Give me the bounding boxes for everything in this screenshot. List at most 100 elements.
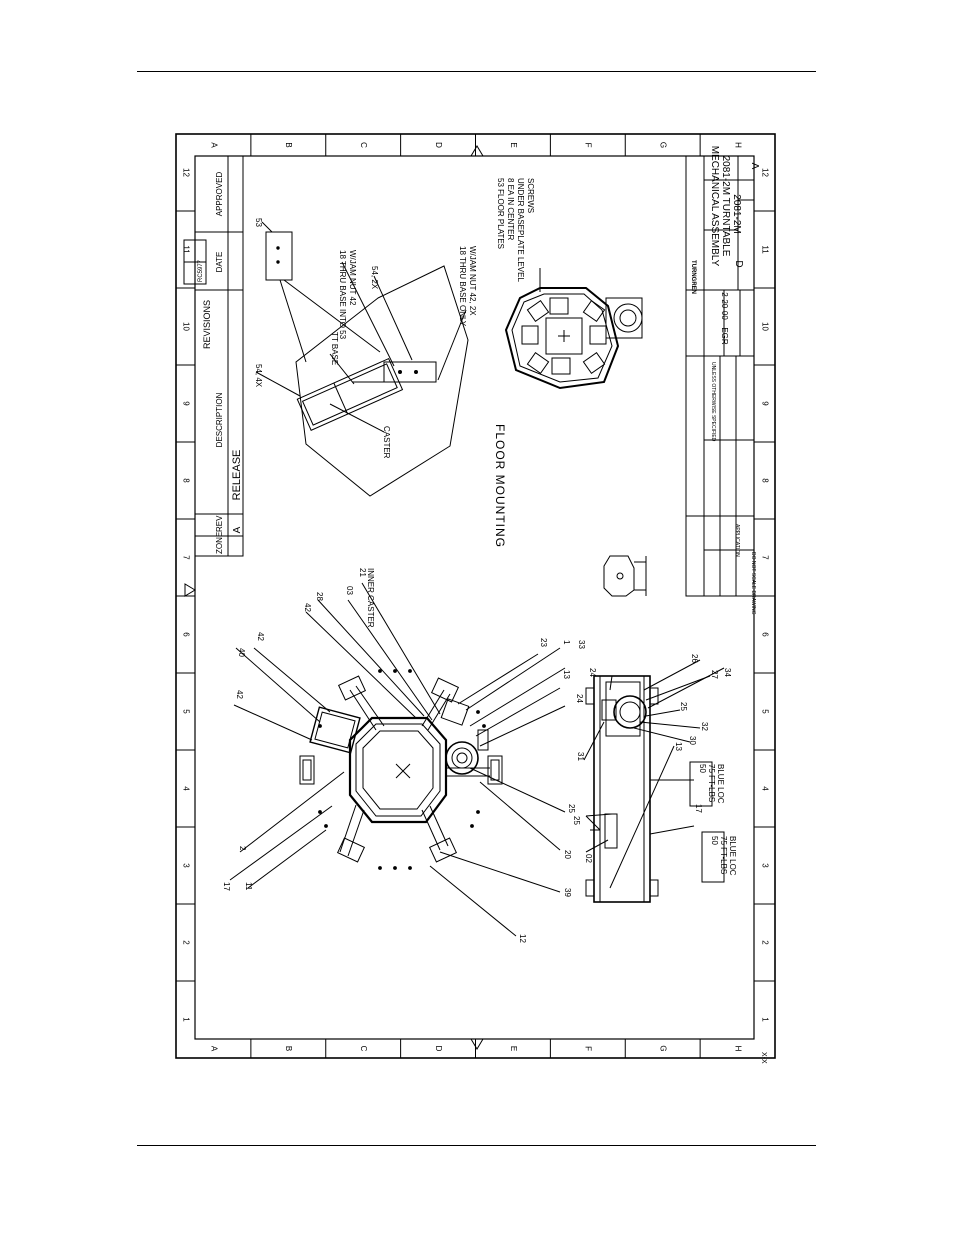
zone-number-right-6: 6 [760,632,769,637]
floor-thru-base-53-line2: W/JAM NUT 42 [348,250,357,306]
callout-2: 2 [238,846,247,851]
zone-letter-top-E: E [509,142,518,147]
rev-row-rev: A [232,526,243,533]
callout-24: 24 [575,694,584,703]
rev-col-approved: APPROVED [215,172,224,217]
title-block-line1: MECHANICAL ASSEMBLY [709,146,720,267]
rev-col-zone: ZONE [215,532,224,554]
callout-inner-caster: INNER CASTER [366,568,375,628]
side-callout-32: 32 [700,722,709,731]
zone-letter-top-G: G [659,142,668,148]
zone-number-right-9: 9 [760,401,769,406]
zone-letter-bottom-G: G [659,1045,668,1051]
zone-number-right-3: 3 [760,863,769,868]
side-callout-17: 17 [694,804,703,813]
side-callout-31: 31 [576,752,585,761]
zone-number-left-11: 11 [181,245,190,254]
torque-a-line1: 50 [698,764,707,773]
title-block-rev: A [749,163,760,170]
callout-11: 11 [244,882,253,891]
callout-17: 17 [222,882,231,891]
callout-40: 40 [237,648,246,657]
torque-a-line2: 75 FT-LBS [707,764,716,802]
floor-plates-view [504,268,643,390]
center-mark-top [470,145,484,157]
turntable-side-view [583,659,725,903]
zone-number-right-12: 12 [760,168,769,177]
rev-ecn: RC5977 [198,259,204,282]
torque-b-line2: 75 FT-LBS [719,836,728,874]
callout-42c: 42 [235,690,244,699]
zone-number-left-10: 10 [181,322,190,331]
side-callout-30: 30 [688,736,697,745]
floor-tt-base: TT BASE [330,332,339,365]
zone-letter-bottom-A: A [209,1046,218,1052]
rev-col-rev: REV [215,515,224,532]
small-floor-plate-symbol [603,555,647,597]
callout-23: 23 [539,638,548,647]
floor-plates-line4: SCREWS [526,178,535,213]
title-block [685,155,755,597]
zone-letter-bottom-D: D [434,1046,443,1052]
zone-number-left-4: 4 [181,786,190,791]
zone-letter-top-B: B [284,142,293,147]
zone-number-left-9: 9 [181,401,190,406]
title-block-line2: 2081-2M TURNTABLE [720,156,731,257]
zone-number-right-7: 7 [760,555,769,560]
zone-number-right-1: 1 [760,1017,769,1022]
corner-code: X-X [760,1052,767,1064]
rev-col-description: DESCRIPTION [215,392,224,447]
torque-a-line3: BLUE LOC [716,764,725,804]
title-block-dwg-no: 2081-2M [731,194,742,233]
floor-mounting-detail [255,221,469,497]
title-block-company: TURNGREN [690,260,696,294]
side-callout-27: 27 [710,670,719,679]
zone-number-left-1: 1 [181,1017,190,1022]
torque-b-line3: BLUE LOC [728,836,737,876]
callout-1: 1 [562,640,571,645]
callout-03: 03 [345,586,354,595]
title-block-size: D [733,260,744,267]
side-callout-24: 24 [588,668,597,677]
callout-39: 39 [563,888,572,897]
side-callout-13: 13 [674,742,683,751]
zone-letter-bottom-F: F [584,1046,593,1051]
title-block-no-scale: DO NOT SCALE DRAWING [750,552,756,615]
revisions-title: REVISIONS [202,300,212,349]
callout-12: 12 [518,934,527,943]
title-block-application: APPLICATION [734,524,740,557]
torque-note-b: 50 75 FT-LBS BLUE LOC [701,831,737,883]
side-callout-02: 02 [584,854,593,863]
title-block-tolerances: UNLESS OTHERWISE SPECIFIED [710,362,716,442]
floor-mounting-title: FLOOR MOUNTING [493,424,507,548]
zone-number-left-2: 2 [181,940,190,945]
zone-letter-bottom-E: E [509,1046,518,1051]
torque-note-a: 50 75 FT-LBS BLUE LOC [689,761,725,807]
center-mark-bottom [470,1038,484,1050]
rev-row-description: RELEASE [231,450,243,501]
zone-letter-bottom-B: B [284,1046,293,1051]
zone-letter-top-A: A [209,142,218,148]
zone-letter-top-C: C [359,142,368,148]
turntable-top-view [229,582,566,937]
callout-28: 28 [315,592,324,601]
zone-number-right-2: 2 [760,940,769,945]
side-callout-25: 25 [679,702,688,711]
rev-col-date: DATE [215,252,224,273]
callout-33: 33 [577,640,586,649]
floor-note-53: 53 [254,218,263,227]
zone-number-right-8: 8 [760,478,769,483]
floor-thru-base-53-line1: 18 THRU BASE INTO 53 [338,250,347,340]
torque-b-line1: 50 [710,836,719,845]
zone-letter-bottom-C: C [359,1046,368,1052]
zone-number-left-7: 7 [181,555,190,560]
floor-54-4x: 54, 4X [254,364,263,388]
revisions-block [183,155,244,557]
callout-42b: 42 [256,632,265,641]
zone-number-right-10: 10 [760,322,769,331]
zone-number-left-8: 8 [181,478,190,483]
title-block-date: 2-20-00 [720,292,729,320]
zone-tick-marks [176,134,775,1058]
zone-number-right-4: 4 [760,786,769,791]
